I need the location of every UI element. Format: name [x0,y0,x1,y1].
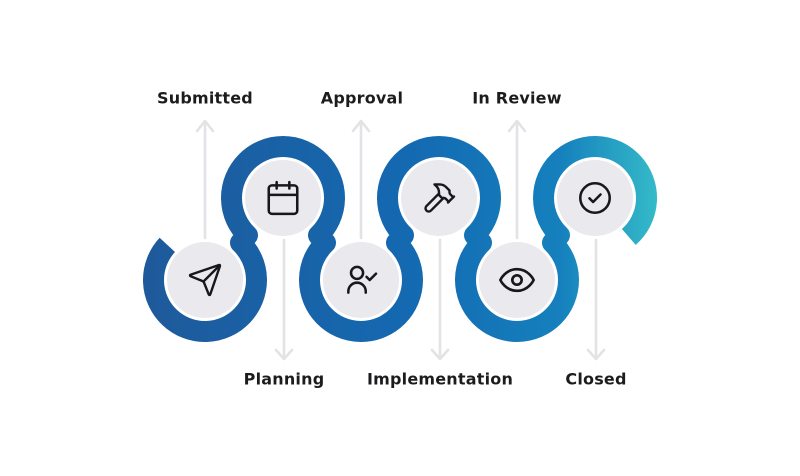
calendar-icon [267,180,299,216]
node-closed [557,160,633,236]
send-icon [188,263,222,297]
arrow-up-approval [351,119,371,240]
arrow-down-implementation [430,238,450,361]
node-approval [323,242,399,318]
label-approval: Approval [320,88,404,108]
node-planning [245,160,321,236]
node-implementation [401,160,477,236]
user-check-icon [347,265,378,294]
eye-icon [499,267,535,293]
label-implementation: Implementation [366,369,514,389]
check-circle-icon [579,182,611,214]
label-planning: Planning [243,369,325,389]
node-submitted [167,242,243,318]
arrow-up-in-review [507,119,527,240]
label-closed: Closed [565,369,627,389]
label-in-review: In Review [472,88,562,108]
arrow-down-planning [274,238,294,361]
label-submitted: Submitted [157,88,253,108]
flow-arrows [195,119,606,361]
hammer-icon [424,183,456,213]
arrow-up-submitted [195,119,215,240]
node-in-review [479,242,555,318]
flow-ribbon [143,136,657,342]
arrow-down-closed [586,238,606,361]
